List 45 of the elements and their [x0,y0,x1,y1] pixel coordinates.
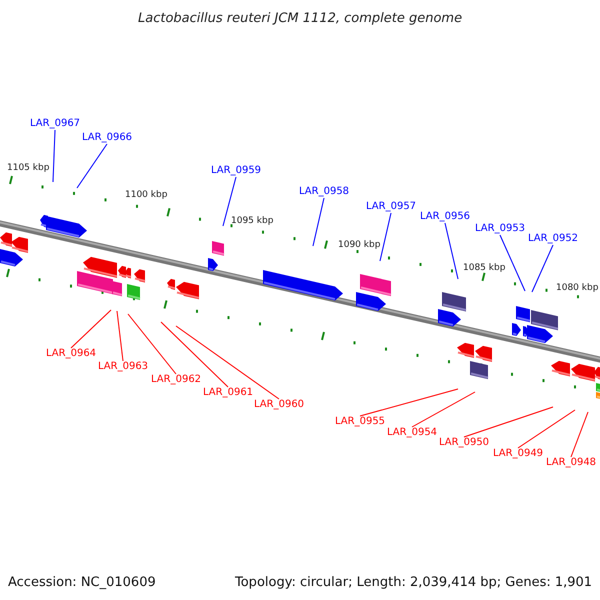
gene-label: LAR_0957 [366,202,416,212]
gene-label: LAR_0962 [151,375,202,385]
gene-label: LAR_0964 [46,349,96,359]
leader-line [222,176,236,226]
leader-line [518,410,576,448]
gene-label: LAR_0967 [30,119,80,129]
gene-label: LAR_0950 [439,438,490,448]
gene-label: LAR_0948 [546,458,596,468]
gene-label: LAR_0960 [254,400,304,410]
gene-label: LAR_0955 [335,417,386,427]
position-label: 1080 kbp [556,284,598,292]
gene-label: LAR_0966 [82,133,132,143]
gene-label: LAR_0961 [203,388,254,398]
leader-line [52,130,56,182]
position-label: 1100 kbp [125,190,168,200]
leader-line [444,222,458,280]
leader-line [570,412,588,458]
position-label: 1105 kbp [7,164,50,172]
gene-label: LAR_0952 [528,234,578,244]
leader-line [380,212,392,262]
leader-line [70,310,112,348]
leader-line [176,326,280,400]
gene-label: LAR_0963 [98,362,148,372]
gene-label: LAR_0958 [299,187,350,197]
leader-line [160,322,228,388]
leader-line [464,406,554,438]
gene-label: LAR_0954 [387,428,438,438]
leader-line [116,310,124,362]
gene-label: LAR_0959 [211,166,262,176]
position-label: 1090 kbp [338,240,380,250]
gene-label: LAR_0956 [420,212,470,222]
diagram-title: Lactobacillus reuteri JCM 1112, complete genome [138,12,462,24]
footer-text: Accession: NC_010609 [8,576,156,588]
footer-text: Topology: circular; Length: 2,039,414 bp; Genes: 1,901 [235,576,592,588]
leader-line [412,392,476,428]
leader-line [360,388,458,416]
leader-line [76,144,108,188]
leader-line [500,234,526,292]
gene-label: LAR_0949 [493,449,544,459]
leader-line [312,198,324,246]
position-label: 1085 kbp [463,264,506,272]
position-label: 1095 kbp [231,216,274,226]
gene-label: LAR_0953 [475,224,526,234]
leader-line [128,314,176,374]
leader-line [532,244,554,292]
